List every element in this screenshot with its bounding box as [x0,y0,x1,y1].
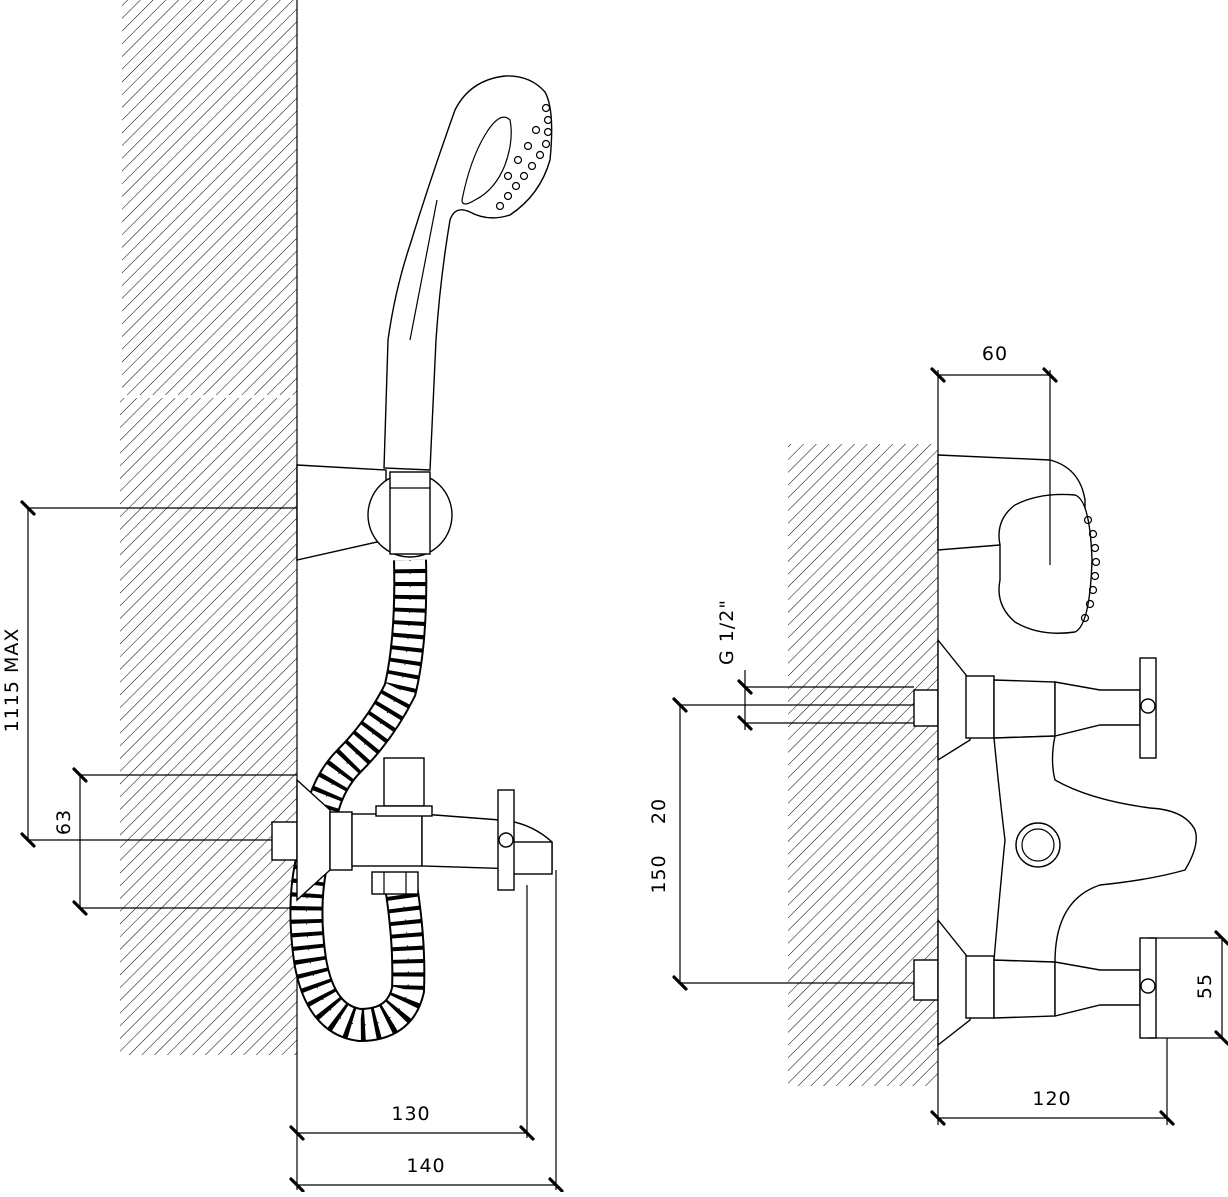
dim-1115-max-label: 1115 MAX [1,628,23,733]
dim-55-label: 55 [1194,973,1216,999]
front-view: 60 G 1/2" 20 150 55 120 [648,343,1228,1126]
front-dimensions [672,367,1228,1126]
dim-thread-label: G 1/2" [716,599,738,665]
mixer-side [271,757,553,902]
dim-63-label: 63 [53,809,75,835]
dim-120-label: 120 [1032,1088,1071,1110]
side-dimensions [20,500,564,1193]
shower-head-front [937,454,1101,634]
shower-holder [296,464,453,561]
mixer-front [913,638,1197,1047]
spray-nozzles-front [1080,515,1101,623]
dim-140-label: 140 [406,1155,445,1177]
dim-130-label: 130 [391,1103,430,1125]
dim-150-label: 150 [648,854,670,893]
dim-60-label: 60 [982,343,1008,365]
dim-20-label: 20 [648,798,670,824]
side-view: 1115 MAX 63 130 140 [1,0,564,1193]
wall-hatching-left [120,0,298,1190]
hand-shower [383,75,553,471]
spray-nozzles [495,103,553,211]
wall-hatching-right [788,370,939,1125]
